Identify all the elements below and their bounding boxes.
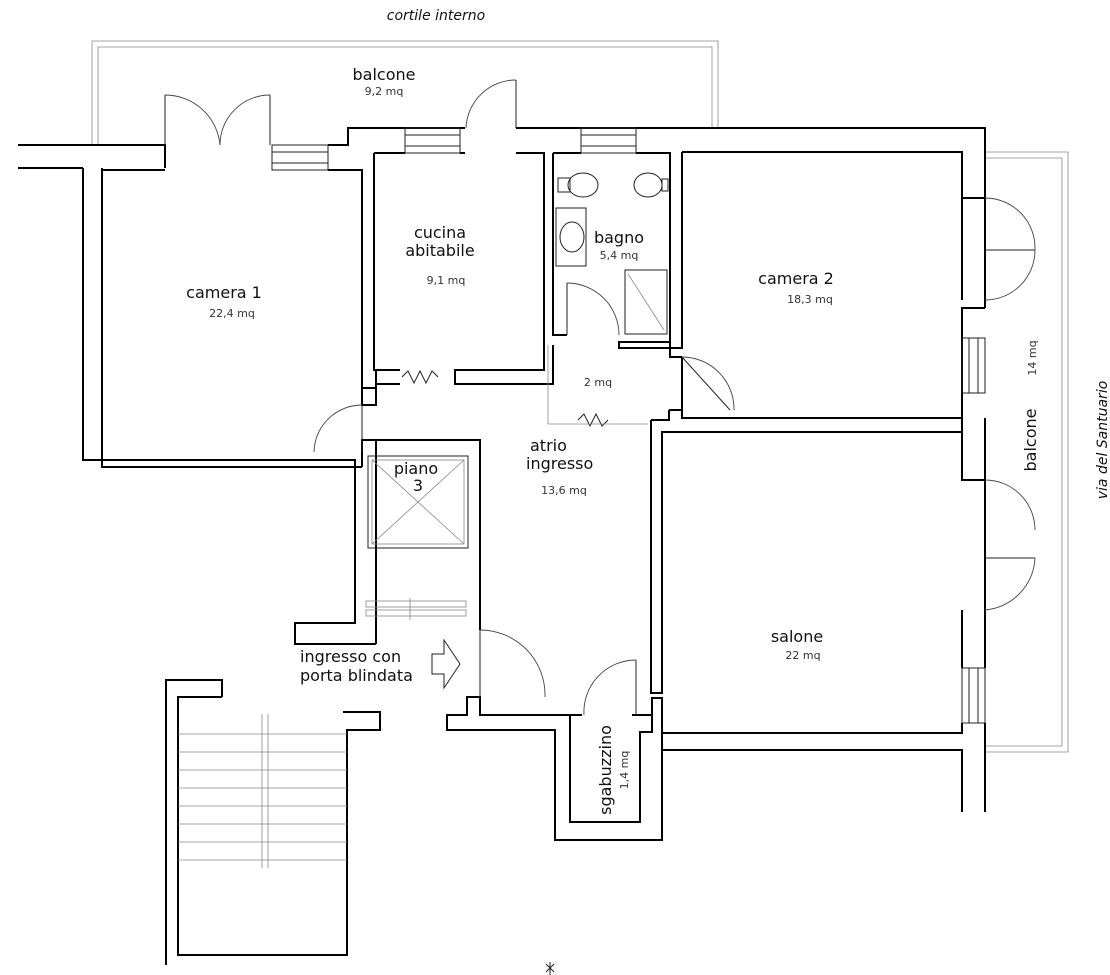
salone-area: 22 mq — [785, 649, 820, 662]
street-label: via del Santuario — [1095, 381, 1110, 500]
balcony-right — [985, 151, 1069, 753]
bagno-name: bagno — [594, 228, 644, 247]
elevator-shaft — [365, 455, 469, 620]
door-swings — [164, 79, 1036, 716]
piano-label-line2: 3 — [413, 476, 423, 495]
atrio-area: 13,6 mq — [541, 484, 587, 497]
staircase — [165, 679, 381, 965]
balcone-right-area: 14 mq — [1026, 340, 1039, 375]
atrio-name-line1: atrio — [530, 436, 567, 455]
sgabuzzino-name: sgabuzzino — [596, 725, 615, 815]
entrance-label-line2: porta blindata — [300, 666, 413, 685]
atrio-name-line2: ingresso — [526, 454, 593, 473]
balcone-right-name: balcone — [1021, 409, 1040, 472]
piano-label-line1: piano — [394, 459, 438, 478]
salone-name: salone — [771, 627, 823, 646]
bagno-area: 5,4 mq — [600, 249, 639, 262]
balcone-top-area: 9,2 mq — [365, 85, 404, 98]
north-symbol-icon — [545, 962, 555, 975]
camera1-area: 22,4 mq — [209, 307, 255, 320]
camera2-name: camera 2 — [758, 269, 834, 288]
sgabuzzino-area: 1,4 mq — [618, 751, 631, 790]
cucina-area: 9,1 mq — [427, 274, 466, 287]
entrance-label-line1: ingresso con — [300, 647, 401, 666]
balcone-top-name: balcone — [353, 65, 416, 84]
balcony-top — [91, 40, 719, 145]
camera2-area: 18,3 mq — [787, 293, 833, 306]
cucina-name-line1: cucina — [414, 223, 466, 242]
disimpegno-area: 2 mq — [584, 376, 612, 389]
cucina-name-line2: abitabile — [405, 241, 474, 260]
entrance-arrow-icon — [431, 638, 461, 690]
bathroom-fixtures — [555, 172, 669, 335]
radiators — [401, 345, 648, 428]
camera1-name: camera 1 — [186, 283, 262, 302]
courtyard-label: cortile interno — [387, 8, 485, 24]
walls — [18, 127, 986, 841]
